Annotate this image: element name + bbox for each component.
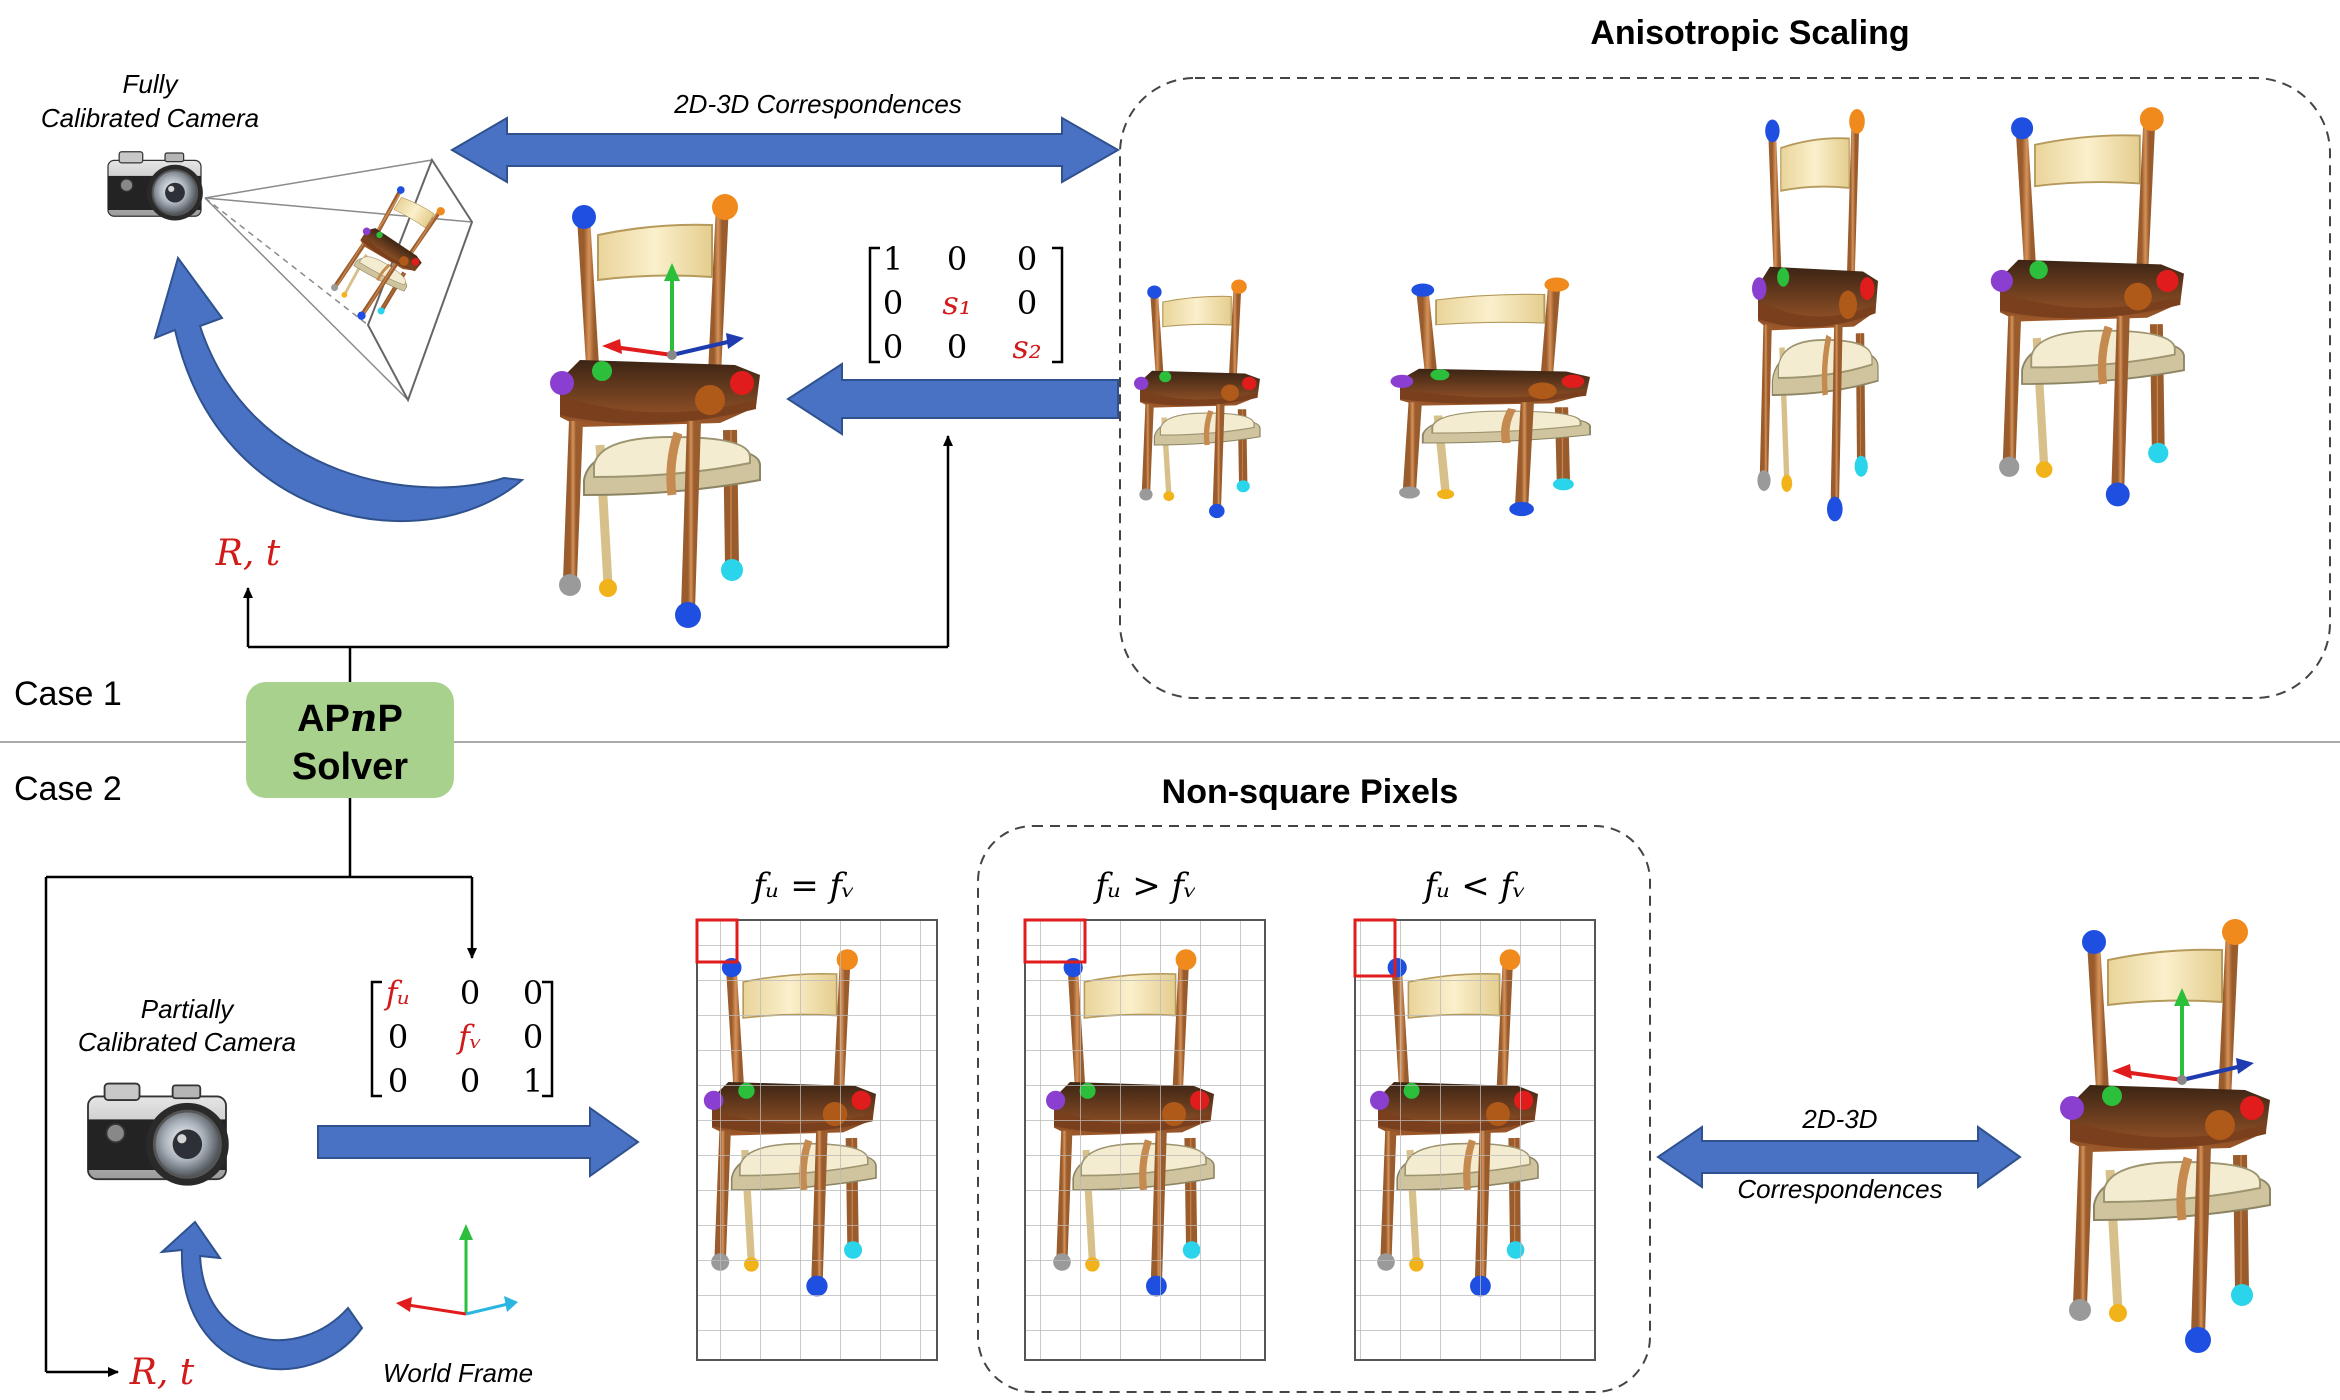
intrinsic-matrix: fᵤ 0 0 0 fᵥ 0 0 0 1 [370,974,554,1100]
scale-matrix-s2: s₂ [1012,328,1041,366]
scale-matrix-cell: 0 [1017,284,1037,322]
scale-matrix-cell: 0 [947,240,967,278]
pixel-panel-less [1353,918,1596,1361]
world-to-camera-curved-arrow [159,1220,364,1371]
intrinsic-matrix-cell: 0 [460,974,480,1012]
panel-label-equal: fᵤ = fᵥ [750,866,855,906]
partially-calibrated-camera-icon [86,1082,231,1188]
aniso-chair-2 [1390,277,1591,517]
camera-bottom-label-line1: Partially [141,994,235,1024]
pixel-panel-equal [695,918,938,1361]
apnp-solver-box[interactable] [246,682,454,798]
intrinsic-matrix-cell: 0 [460,1062,480,1100]
anisotropic-heading: Anisotropic Scaling [1590,14,1909,52]
scale-matrix-cell: 0 [947,328,967,366]
pose-to-camera-curved-arrow [153,255,525,523]
scale-matrix-cell: 0 [1017,240,1037,278]
correspondences-top-arrow [450,116,1121,184]
pose-label-bottom: R, t [129,1352,195,1393]
world-frame-axes [396,1224,518,1316]
pose-label-top: R, t [215,533,281,574]
apnp-solver-subtitle: Solver [292,746,408,788]
fully-calibrated-camera-icon [107,150,204,222]
scaling-to-chair-arrow [786,362,1119,436]
intrinsic-matrix-cell: 0 [388,1062,408,1100]
nonsquare-heading: Non-square Pixels [1162,773,1459,811]
nonsquare-box [977,825,1651,1393]
pixel-panel-greater [1023,918,1266,1361]
correspondences-bottom-label-line1: 2D-3D [1801,1104,1877,1134]
scale-matrix-cell: 0 [883,284,903,322]
aniso-chair-4 [1990,107,2184,507]
correspondences-top-label: 2D-3D Correspondences [673,89,962,119]
intrinsic-matrix-cell: 1 [523,1062,543,1100]
intrinsic-matrix-fu: fᵤ [384,974,411,1012]
case2-label: Case 2 [14,770,122,808]
panel-label-less: fᵤ < fᵥ [1421,866,1526,906]
camera-bottom-label-line2: Calibrated Camera [78,1027,296,1057]
intrinsic-matrix-cell: 0 [523,1018,543,1056]
scale-matrix-s1: s₁ [942,284,971,322]
camera-top-label-line1: Fully [123,69,180,99]
intrinsic-matrix-cell: 0 [523,974,543,1012]
solver-input-connectors [44,798,477,1377]
chair-model-top [550,194,760,628]
scale-matrix-cell: 0 [883,328,903,366]
scale-matrix-cell: 1 [883,240,903,278]
case1-label: Case 1 [14,675,122,713]
intrinsic-matrix-fv: fᵥ [456,1018,482,1056]
intrinsics-to-pixels-arrow [317,1106,640,1178]
chair-model-bottom [2060,919,2270,1353]
apnp-solver-title: APnP [297,695,403,740]
camera-top-label-line2: Calibrated Camera [41,103,259,133]
correspondences-bottom-arrow [1656,1125,2022,1189]
solver-output-connectors [243,435,953,682]
frustum-chair-thumbnail [321,178,453,331]
correspondences-bottom-label-line2: Correspondences [1737,1174,1942,1204]
intrinsic-matrix-cell: 0 [388,1018,408,1056]
panel-label-greater: fᵤ > fᵥ [1092,866,1197,906]
aniso-chair-1 [1134,279,1260,519]
world-frame-label: World Frame [383,1358,533,1388]
aniso-chair-3 [1752,109,1878,522]
anisotropic-box [1119,77,2331,699]
scale-matrix: 1 0 0 0 s₁ 0 0 0 s₂ [868,240,1064,366]
